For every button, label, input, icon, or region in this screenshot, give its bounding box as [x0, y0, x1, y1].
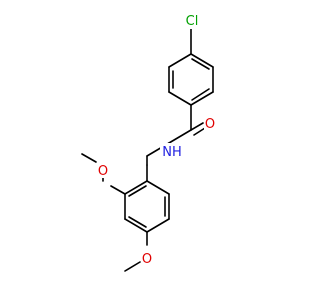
atom-label-o-para: O: [142, 252, 152, 267]
atom-cl: Cl: [180, 12, 204, 29]
atom-label-o-ortho: O: [98, 164, 108, 179]
bond-ring2-inner-3: [128, 185, 147, 197]
structure-diagram: Cl O NH O O: [81, 12, 216, 272]
bond-ring2-inner-2: [128, 216, 147, 228]
bond-ring1-f: [168, 53, 192, 68]
bond-ring-o-ortho: [110, 185, 126, 195]
bond-carbonyl-o-1: [190, 122, 204, 131]
atom-label-nh: NH: [162, 145, 182, 160]
atom-label-o-carbonyl: O: [205, 117, 215, 132]
atom-o-methoxy-ortho: O: [97, 162, 109, 179]
chlorophenyl-ring: [168, 53, 214, 106]
bond-ring2-d: [124, 218, 148, 233]
bond-ring1-c: [190, 91, 214, 106]
bond-carbonyl-ch2: [168, 129, 192, 144]
bond-ring1-d: [168, 91, 192, 106]
dimethoxyphenyl-ring: [124, 180, 170, 233]
atom-o-carbonyl: O: [204, 115, 216, 132]
atom-label-cl: Cl: [186, 14, 199, 29]
bond-ring2-c: [146, 218, 170, 233]
bond-ring2-a: [146, 180, 170, 195]
bond-ring1-inner-2: [191, 88, 210, 101]
bond-o-ch3-ortho: [81, 153, 97, 163]
bond-ring1-a: [190, 53, 214, 68]
atom-nh: NH: [160, 143, 184, 160]
bond-ring1-inner-1: [191, 58, 210, 70]
molecule-canvas: Cl O NH O O: [81, 12, 216, 272]
bond-carbonyl-o-2: [193, 127, 206, 136]
bond-o-ch3-para: [124, 261, 141, 272]
atom-o-methoxy-para: O: [141, 250, 153, 267]
bond-ring2-f: [124, 180, 148, 195]
